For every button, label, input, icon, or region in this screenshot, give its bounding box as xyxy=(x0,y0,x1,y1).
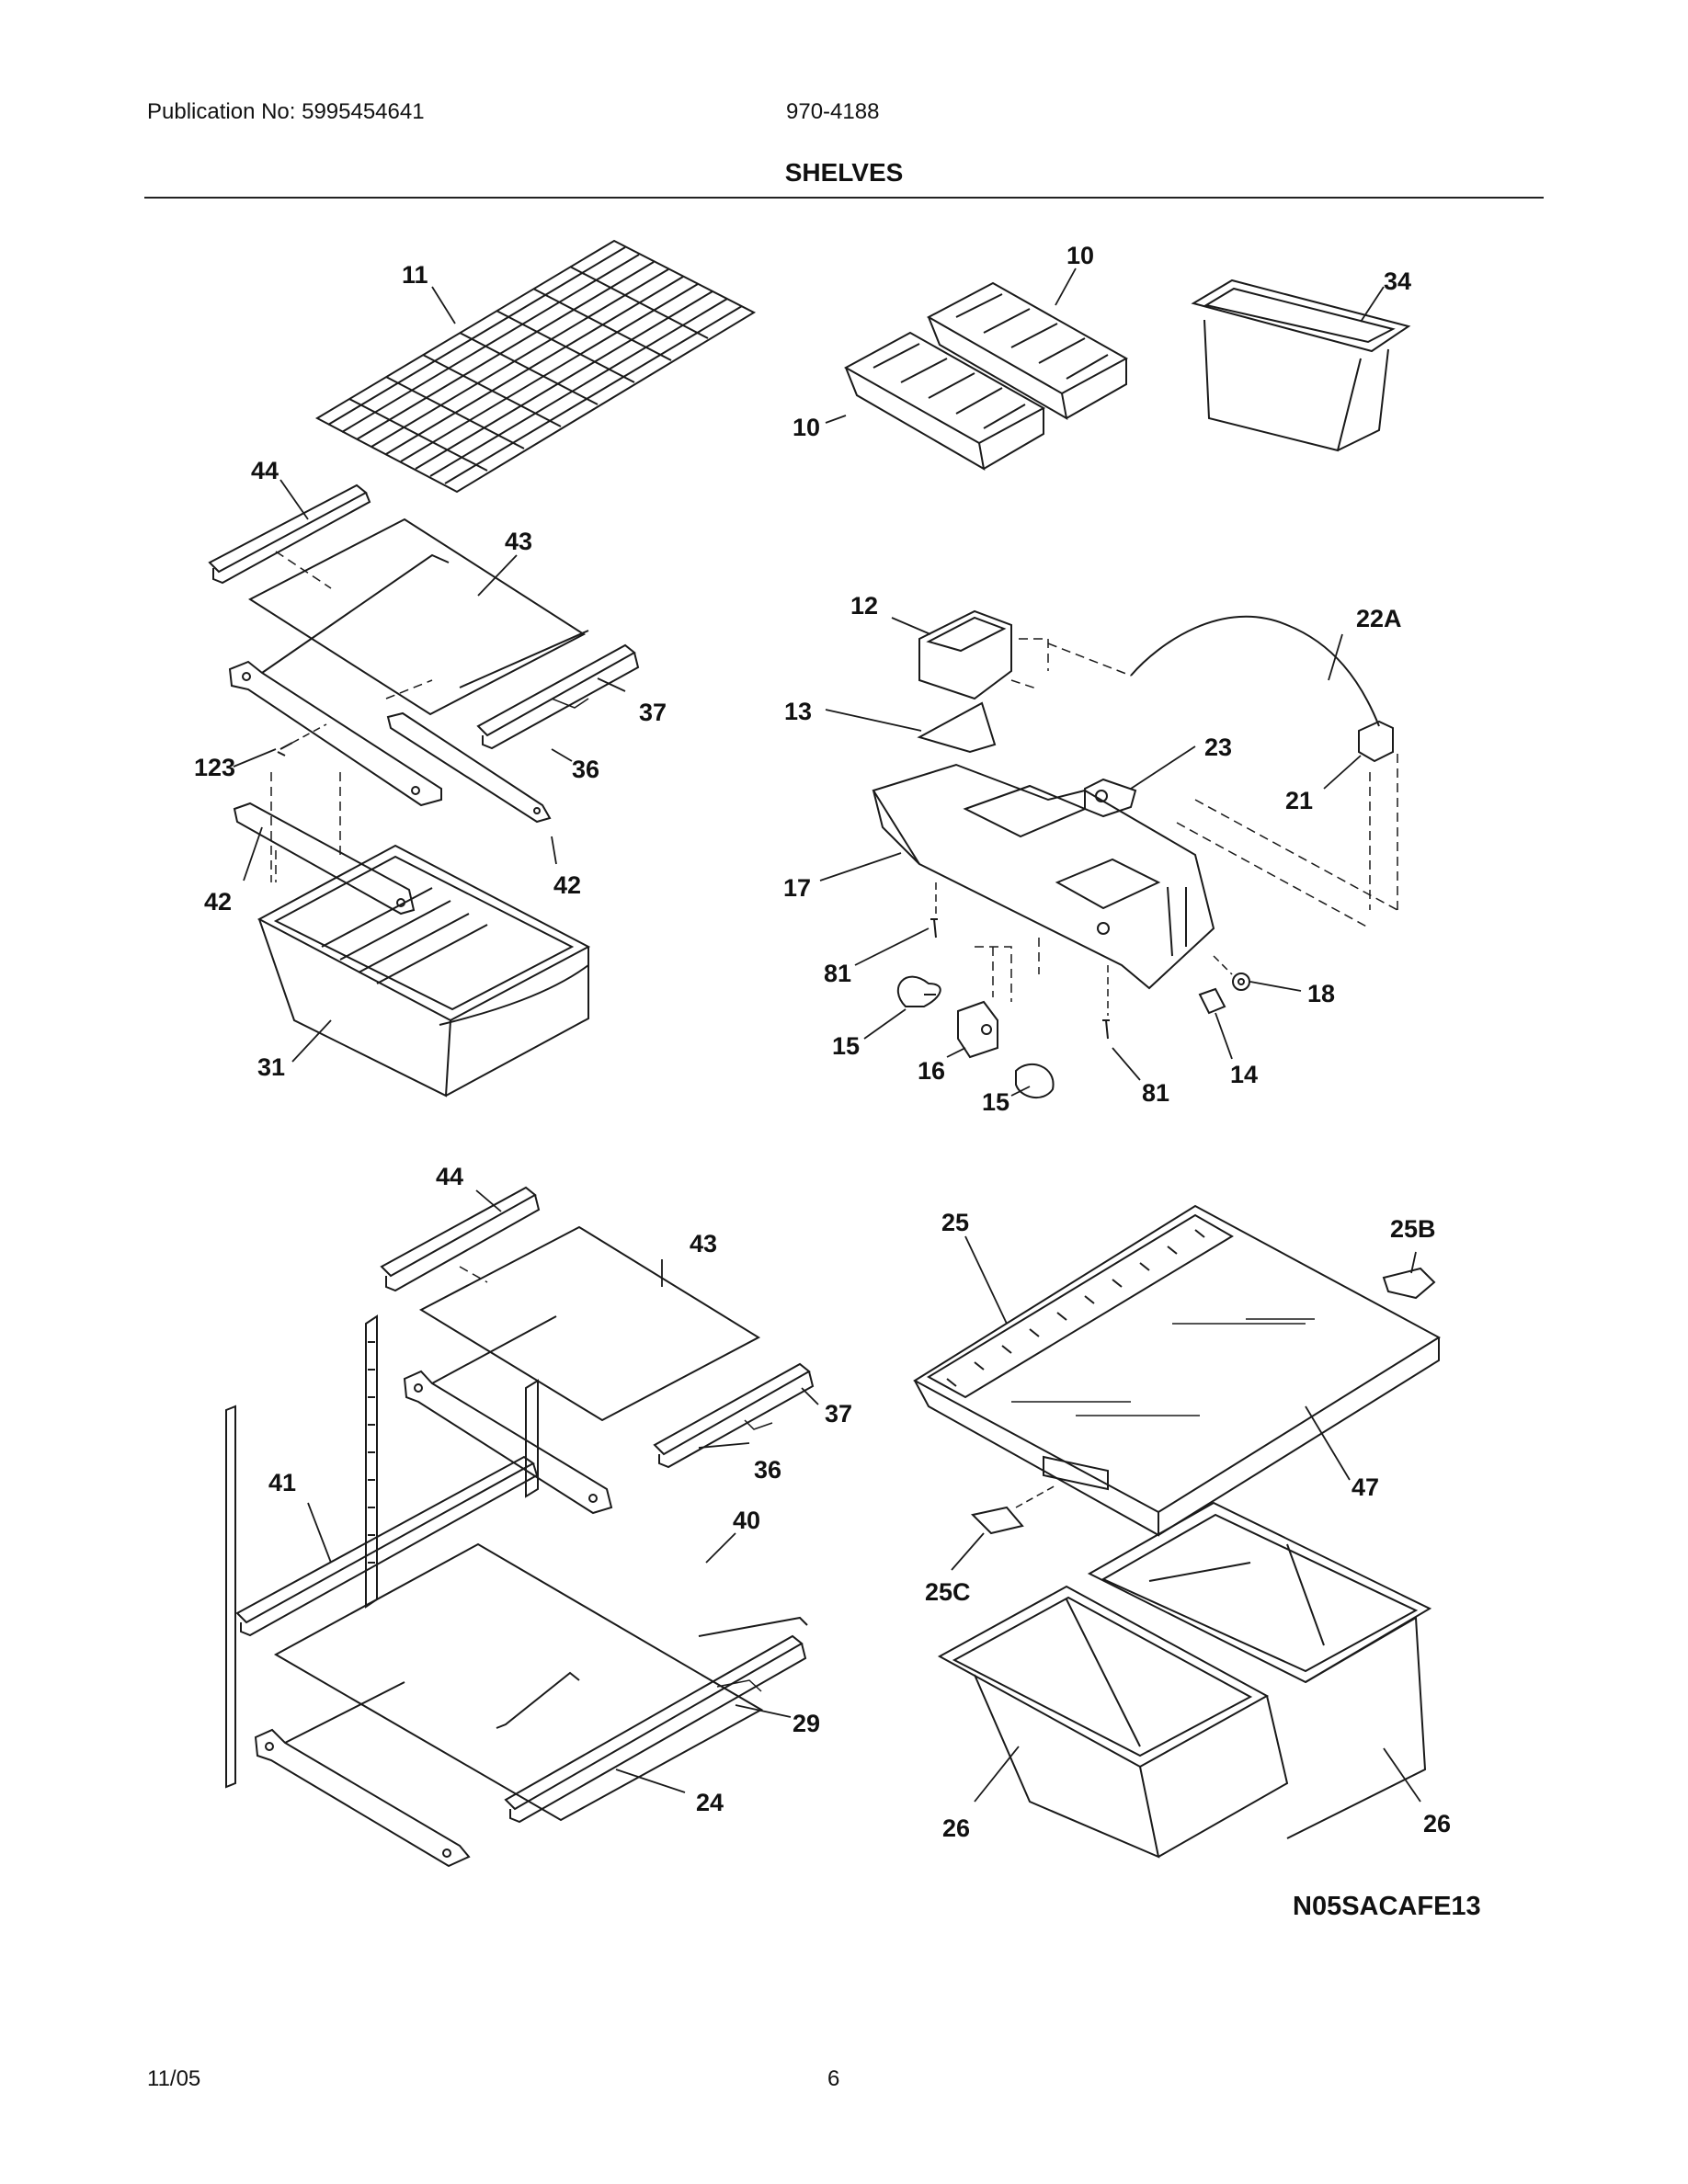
crisper-cover-47 xyxy=(913,1204,1441,1537)
callout-42-left: 42 xyxy=(204,888,232,916)
footer-page-number: 6 xyxy=(827,2066,840,2091)
ice-tray-10-back xyxy=(926,281,1129,420)
side-rail-41 xyxy=(225,1405,236,1789)
leader-lines xyxy=(233,267,1421,1803)
housing-17 xyxy=(872,763,1215,990)
callout-26-right: 26 xyxy=(1423,1810,1451,1837)
shelf-trim-44-top xyxy=(208,483,371,585)
callout-24: 24 xyxy=(696,1789,724,1816)
callout-21: 21 xyxy=(1285,787,1313,814)
callout-16: 16 xyxy=(918,1057,945,1085)
glass-panel-43-top xyxy=(247,518,586,716)
crisper-pan-31 xyxy=(257,844,591,1098)
bulb-15-lower xyxy=(1015,1063,1055,1098)
front-rail-24 xyxy=(504,1634,807,1824)
screw-123 xyxy=(277,742,293,756)
header-rule xyxy=(144,197,1544,199)
diagram-code: N05SACAFE13 xyxy=(1293,1892,1481,1921)
callout-25B: 25B xyxy=(1390,1215,1436,1243)
callout-81-right: 81 xyxy=(1142,1079,1169,1107)
callout-34: 34 xyxy=(1384,267,1411,295)
screw-81-left xyxy=(930,918,938,938)
callout-31: 31 xyxy=(257,1053,285,1081)
screw-81-right xyxy=(1102,1019,1110,1040)
support-rail-36-top xyxy=(386,711,552,824)
chute-13 xyxy=(917,701,997,754)
callout-37-top: 37 xyxy=(639,699,667,726)
callout-10-top: 10 xyxy=(1066,242,1094,269)
bucket-12 xyxy=(918,609,1012,700)
cover-bracket-25C xyxy=(970,1506,1024,1535)
wire-shelf-11 xyxy=(314,239,757,494)
callout-15-upper: 15 xyxy=(832,1032,860,1060)
motor-23 xyxy=(1084,778,1137,818)
page-title: SHELVES xyxy=(784,158,904,187)
callout-44-top: 44 xyxy=(251,457,279,484)
rail-29 xyxy=(496,1616,808,1729)
callout-25C: 25C xyxy=(925,1578,971,1606)
callout-43-top: 43 xyxy=(505,528,532,555)
crisper-drawer-26-left xyxy=(937,1585,1289,1859)
ice-tray-10-front xyxy=(843,331,1046,471)
nut-18 xyxy=(1232,973,1250,991)
callout-29: 29 xyxy=(793,1710,820,1737)
callout-10-left: 10 xyxy=(793,414,820,441)
shelf-frame-middle xyxy=(403,1315,613,1515)
publication-number: Publication No: 5995454641 xyxy=(147,99,425,124)
shelf-frame-top xyxy=(228,553,589,807)
callout-47: 47 xyxy=(1352,1473,1379,1501)
callout-43-bottom: 43 xyxy=(690,1230,717,1257)
callout-44-bottom: 44 xyxy=(436,1163,463,1190)
model-number: 970-4188 xyxy=(786,99,880,124)
glass-panel-40 xyxy=(273,1542,764,1822)
callout-36-top: 36 xyxy=(572,756,599,783)
callout-41: 41 xyxy=(268,1469,296,1496)
switch-21 xyxy=(1358,720,1394,763)
callout-42-right: 42 xyxy=(553,871,581,899)
rocker-14 xyxy=(1198,987,1226,1015)
glass-panel-43-bottom xyxy=(418,1225,761,1422)
callout-22A: 22A xyxy=(1356,605,1402,632)
callout-18: 18 xyxy=(1307,980,1335,1007)
bulb-15-upper xyxy=(896,975,941,1007)
crisper-drawer-26-right xyxy=(1087,1501,1432,1839)
footer-date: 11/05 xyxy=(147,2066,201,2091)
crisper-bracket-42 xyxy=(233,802,416,916)
callout-123: 123 xyxy=(194,754,235,781)
front-rail-37-top xyxy=(476,643,640,750)
callout-25: 25 xyxy=(941,1209,969,1236)
callout-13: 13 xyxy=(784,698,812,725)
shelf-trim-44-bottom xyxy=(380,1186,541,1292)
callout-12: 12 xyxy=(850,592,878,620)
callout-labels: 11 44 43 37 36 123 42 42 31 10 10 34 12 … xyxy=(194,242,1481,1921)
callout-37-bottom: 37 xyxy=(825,1400,852,1428)
cover-bracket-25B xyxy=(1382,1267,1436,1300)
callout-14: 14 xyxy=(1230,1061,1258,1088)
socket-16 xyxy=(957,1000,998,1059)
ice-bin-34 xyxy=(1191,279,1411,452)
callout-40: 40 xyxy=(733,1507,760,1534)
callout-23: 23 xyxy=(1204,734,1232,761)
front-rail-37-bottom xyxy=(653,1362,815,1469)
callout-36-bottom: 36 xyxy=(754,1456,781,1484)
callout-11: 11 xyxy=(402,261,428,289)
shelf-rail-41 xyxy=(235,1455,539,1637)
wire-harness-22A xyxy=(1130,615,1380,727)
shelf-frame-bottom xyxy=(254,1681,471,1868)
callout-17: 17 xyxy=(783,874,811,902)
callout-15-lower: 15 xyxy=(982,1088,1009,1116)
callout-81-left: 81 xyxy=(824,960,851,987)
callout-26-left: 26 xyxy=(942,1814,970,1842)
